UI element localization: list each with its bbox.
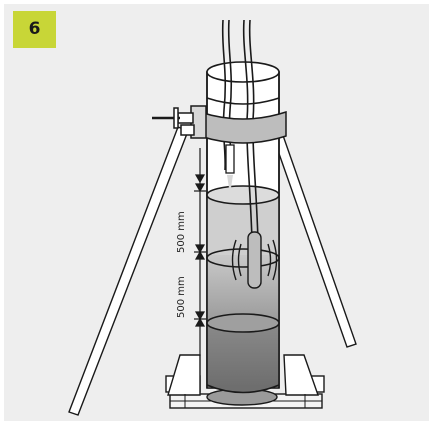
liquid-surface-top	[206, 185, 280, 205]
hose-left	[221, 19, 227, 171]
liquid-zone-upper	[207, 195, 279, 255]
liquid-level-middle	[206, 248, 280, 268]
liquid-level-lower	[206, 313, 280, 333]
clamp-screw	[177, 112, 194, 124]
step-number-badge: 6	[13, 11, 56, 48]
dimension-markers	[194, 148, 206, 356]
drip	[227, 175, 233, 188]
liquid-zone-lower	[207, 323, 279, 387]
clamp-band	[199, 110, 287, 144]
inlet-nozzle	[225, 144, 235, 174]
probe-body	[247, 231, 262, 289]
dimension-label-lower: 500 mm	[176, 276, 187, 318]
base-plank-right	[283, 354, 319, 396]
tripod-leg-left	[68, 126, 189, 416]
clamp-knob	[180, 124, 195, 136]
tripod-legs	[68, 123, 357, 416]
column-top-rim	[206, 61, 280, 83]
clamp	[152, 97, 287, 144]
sensor-probe	[231, 231, 278, 289]
base-platform	[165, 354, 325, 409]
settling-column	[206, 61, 280, 394]
base-plank-left	[167, 354, 201, 396]
dimension-label-upper: 500 mm	[176, 211, 187, 253]
tripod-leg-right	[269, 123, 357, 348]
